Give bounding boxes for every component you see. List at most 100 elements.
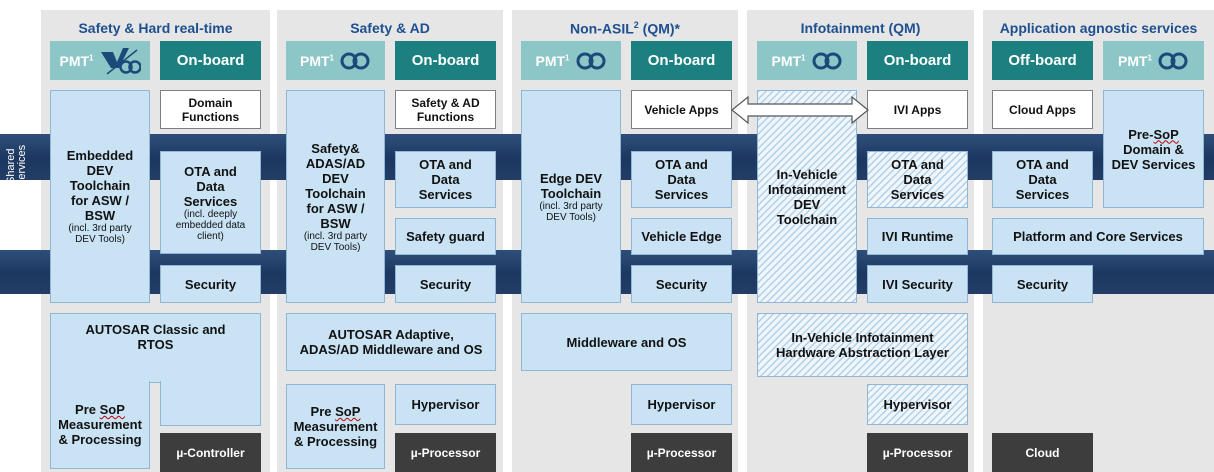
pmt-label: PMT — [771, 52, 802, 69]
vehicle-apps[interactable]: Vehicle Apps — [631, 90, 732, 129]
presop-line: Measurement — [58, 417, 142, 432]
presop-line: DEV Services — [1111, 156, 1196, 172]
pmt-label: PMT — [535, 52, 566, 69]
column-title-safety-hard-realtime: Safety & Hard real-time — [78, 20, 233, 36]
autosar-classic-rtos-extension — [160, 381, 261, 426]
domain-functions-line: Functions — [181, 109, 240, 124]
ota-data-services[interactable]: OTA and Data Services — [992, 151, 1093, 208]
ivi-runtime[interactable]: IVI Runtime — [867, 218, 968, 255]
safety-adas-dev-toolchain[interactable]: Safety& ADAS/AD DEV Toolchain for ASW / … — [286, 90, 385, 303]
toolchain-line: for ASW / — [70, 193, 129, 208]
pmt-label: PMT — [299, 52, 330, 69]
ota-line: OTA and — [419, 157, 472, 172]
ota-line: OTA and — [655, 157, 708, 172]
pmt-infinity-icon — [340, 52, 370, 69]
pmt-superscript: 1 — [89, 52, 94, 62]
pmt-superscript: 1 — [1147, 52, 1152, 62]
pmt-header: PMT1 — [50, 41, 150, 80]
security-box[interactable]: Security — [160, 265, 261, 303]
pmt-header: PMT1 — [757, 41, 857, 80]
autosar-adaptive-middleware[interactable]: AUTOSAR Adaptive, ADAS/AD Middleware and… — [286, 313, 496, 371]
ivi-apps[interactable]: IVI Apps — [867, 90, 968, 129]
presop-line: & Processing — [58, 432, 142, 447]
shared-services-label: Shared Services — [5, 144, 28, 188]
toolchain-line: DEV — [322, 170, 349, 186]
pmt-header: PMT1 — [521, 41, 621, 80]
toolchain-line: Safety& — [311, 140, 360, 156]
toolchain-note: DEV Tools) — [546, 211, 596, 223]
cloud[interactable]: Cloud — [992, 433, 1093, 472]
presop-line: Measurement — [293, 419, 378, 434]
edge-dev-toolchain[interactable]: Edge DEV Toolchain (incl. 3rd party DEV … — [521, 90, 621, 303]
column-title-application-agnostic: Application agnostic services — [999, 20, 1198, 36]
pre-sop-measurement-processing[interactable]: Pre SoP Measurement & Processing — [50, 381, 150, 469]
ota-note: embedded data — [175, 219, 246, 231]
autosar-line: AUTOSAR Adaptive, — [328, 327, 454, 342]
ota-data-services[interactable]: OTA and Data Services — [867, 151, 968, 208]
toolchain-line: DEV — [86, 163, 114, 178]
ota-data-services[interactable]: OTA and Data Services — [631, 151, 732, 208]
micro-processor[interactable]: µ-Processor — [867, 433, 968, 472]
bidirectional-arrow-icon — [731, 95, 869, 125]
safety-guard[interactable]: Safety guard — [395, 218, 496, 255]
toolchain-note: (incl. 3rd party — [68, 223, 132, 234]
offboard-header: Off-board — [992, 41, 1093, 80]
ota-line: OTA and — [891, 157, 944, 172]
pre-sop-measurement-processing[interactable]: Pre SoP Measurement & Processing — [286, 384, 385, 469]
hypervisor[interactable]: Hypervisor — [395, 384, 496, 425]
in-vehicle-infotainment-dev-toolchain[interactable]: In-Vehicle Infotainment DEV Toolchain — [757, 90, 857, 303]
pmt-superscript: 1 — [565, 52, 570, 62]
autosar-line: AUTOSAR Classic and — [85, 322, 226, 337]
presop-line: Pre — [310, 404, 332, 419]
onboard-header: On-board — [395, 41, 496, 80]
ota-line: OTA and — [1016, 157, 1069, 172]
functions-line: Functions — [416, 109, 475, 124]
security-box[interactable]: Security — [631, 265, 732, 303]
hypervisor[interactable]: Hypervisor — [631, 384, 732, 425]
column-title-non-asil: Non-ASIL2 (QM)* — [512, 20, 738, 37]
pmt-label: PMT — [59, 52, 90, 69]
ota-data-services[interactable]: OTA and Data Services — [395, 151, 496, 208]
vehicle-edge[interactable]: Vehicle Edge — [631, 218, 732, 255]
embedded-dev-toolchain[interactable]: Embedded DEV Toolchain for ASW / BSW (in… — [50, 90, 150, 303]
ota-line: Services — [418, 187, 473, 202]
domain-functions[interactable]: Domain Functions — [160, 90, 261, 129]
pre-sop-domain-dev-services[interactable]: Pre-SoP Domain & DEV Services — [1103, 90, 1204, 208]
micro-controller[interactable]: µ-Controller — [160, 433, 261, 472]
toolchain-line: ADAS/AD — [305, 155, 366, 171]
security-box[interactable]: Security — [992, 265, 1093, 303]
presop-line: Pre — [75, 402, 97, 417]
platform-core-services[interactable]: Platform and Core Services — [992, 218, 1204, 255]
ivi-security[interactable]: IVI Security — [867, 265, 968, 303]
presop-sop: SoP — [1153, 126, 1179, 142]
ota-line: Data — [667, 172, 696, 187]
ota-line: OTA and — [184, 163, 237, 179]
ota-line: Data — [196, 178, 225, 194]
toolchain-line: Edge DEV — [539, 170, 603, 186]
toolchain-line: BSW — [84, 208, 116, 223]
security-box[interactable]: Security — [395, 265, 496, 303]
toolchain-line: DEV — [793, 196, 821, 212]
ota-note: (incl. deeply — [183, 208, 238, 220]
micro-processor[interactable]: µ-Processor — [631, 433, 732, 472]
ota-data-services[interactable]: OTA and Data Services (incl. deeply embe… — [160, 151, 261, 254]
safety-ad-functions[interactable]: Safety & AD Functions — [395, 90, 496, 129]
pmt-infinity-icon — [576, 52, 605, 69]
ota-line: Data — [903, 172, 932, 187]
middleware-and-os[interactable]: Middleware and OS — [521, 313, 732, 371]
pmt-infinity-icon — [1158, 52, 1188, 69]
title-tail: (QM)* — [638, 20, 680, 37]
autosar-line: RTOS — [137, 337, 174, 352]
pmt-header: PMT1 — [286, 41, 385, 80]
functions-line: Safety & AD — [411, 95, 480, 110]
ota-line: Data — [1028, 172, 1057, 187]
hypervisor[interactable]: Hypervisor — [867, 384, 968, 425]
toolchain-line: Toolchain — [69, 178, 131, 193]
onboard-header: On-board — [867, 41, 968, 80]
domain-functions-line: Domain — [188, 95, 233, 110]
pmt-vector-logo-icon — [100, 47, 141, 75]
autosar-classic-rtos[interactable]: AUTOSAR Classic and RTOS — [50, 313, 261, 383]
ivi-hardware-abstraction-layer[interactable]: In-Vehicle Infotainment Hardware Abstrac… — [757, 313, 968, 377]
micro-processor[interactable]: µ-Processor — [395, 433, 496, 472]
cloud-apps[interactable]: Cloud Apps — [992, 90, 1093, 129]
